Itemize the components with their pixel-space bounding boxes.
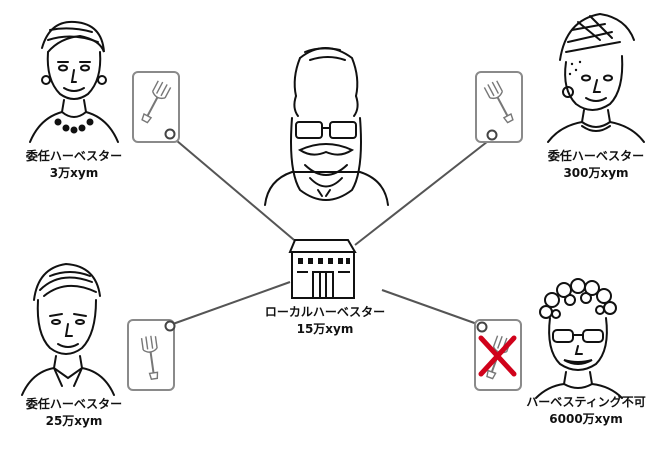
node-label-bottom-left: 委任ハーベスター 25万xym (4, 396, 144, 430)
building-icon (288, 239, 357, 299)
node-amount: 6000万xym (549, 412, 623, 426)
node-amount: 300万xym (563, 166, 629, 180)
avatar-center (264, 47, 389, 206)
link-top-left (169, 134, 301, 246)
node-role: 委任ハーベスター (547, 149, 645, 163)
link-top-right (354, 137, 493, 246)
harvest-card-bottom-left (127, 319, 176, 391)
node-amount: 3万xym (49, 166, 99, 180)
harvest-card-bottom-right (474, 319, 522, 391)
node-role: 委任ハーベスター (25, 149, 123, 163)
hub-amount: 15万xym (296, 322, 354, 336)
harvest-card-top-left (132, 71, 180, 143)
node-amount: 25万xym (45, 414, 103, 428)
avatar-top-left (29, 20, 119, 143)
avatar-top-right (547, 12, 645, 143)
connection-lines (169, 134, 493, 326)
node-role: ハーベスティング不可 (526, 395, 646, 409)
node-role: 委任ハーベスター (25, 397, 123, 411)
link-bottom-right (381, 289, 481, 326)
harvest-card-top-right (475, 71, 523, 143)
node-label-bottom-right: ハーベスティング不可 6000万xym (506, 394, 666, 428)
node-label-top-left: 委任ハーベスター 3万xym (4, 148, 144, 182)
node-label-top-right: 委任ハーベスター 300万xym (526, 148, 666, 182)
hub-label: ローカルハーベスター 15万xym (250, 304, 400, 338)
link-bottom-left (169, 281, 291, 326)
avatar-bottom-right (535, 278, 623, 399)
hub-role: ローカルハーベスター (264, 305, 386, 319)
avatar-bottom-left (21, 262, 115, 396)
cross-icon (478, 335, 517, 377)
